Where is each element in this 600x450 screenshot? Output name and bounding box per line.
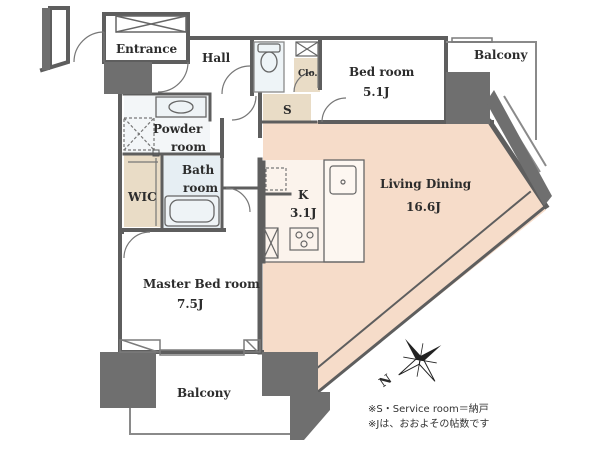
closet-floor — [294, 58, 320, 92]
label-bath-line1: Bath — [182, 163, 214, 177]
sink-icon — [329, 165, 357, 195]
label-balcony-top: Balcony — [474, 48, 529, 62]
label-bath-line2: room — [183, 181, 218, 195]
bathtub-icon — [164, 195, 220, 227]
stove-icon — [289, 227, 319, 251]
fridge-space — [265, 167, 287, 191]
label-master-size: 7.5J — [177, 297, 204, 311]
note-jo-units: ※Jは、おおよその帖数です — [368, 417, 489, 430]
label-living-name: Living Dining — [380, 177, 472, 191]
label-bedroom-name: Bed room — [349, 65, 415, 79]
kitchen-island — [323, 159, 365, 263]
washing-machine-space — [123, 117, 155, 151]
label-kitchen-name: K — [298, 188, 309, 202]
wic-shelf — [128, 158, 158, 226]
windows — [119, 37, 493, 356]
compass-icon — [398, 338, 442, 382]
kitchen-cabinet — [263, 227, 279, 259]
service-room-floor — [263, 94, 311, 122]
closet-hatch-icon — [295, 41, 319, 57]
label-balcony-bottom: Balcony — [177, 386, 232, 400]
toilet-icon — [253, 41, 285, 93]
door-swings — [73, 31, 347, 259]
label-wic: WIC — [127, 190, 157, 204]
label-bedroom-size: 5.1J — [363, 85, 390, 99]
label-service-room: S — [283, 103, 292, 117]
shoe-cabinet — [115, 15, 187, 33]
washbasin-icon — [155, 96, 207, 118]
drain-square — [152, 149, 160, 157]
compass-north-label: N — [377, 372, 395, 391]
label-powder-line1: Powder — [153, 122, 203, 136]
structural-columns — [42, 8, 552, 440]
label-powder-line2: room — [171, 140, 206, 154]
label-hall: Hall — [202, 51, 231, 65]
label-master-name: Master Bed room — [143, 277, 260, 291]
note-service-room: ※S・Service room＝納戸 — [368, 402, 489, 415]
label-kitchen-size: 3.1J — [290, 206, 317, 220]
label-entrance: Entrance — [116, 42, 178, 56]
label-living-size: 16.6J — [406, 200, 441, 214]
label-closet: Clo. — [298, 69, 318, 79]
